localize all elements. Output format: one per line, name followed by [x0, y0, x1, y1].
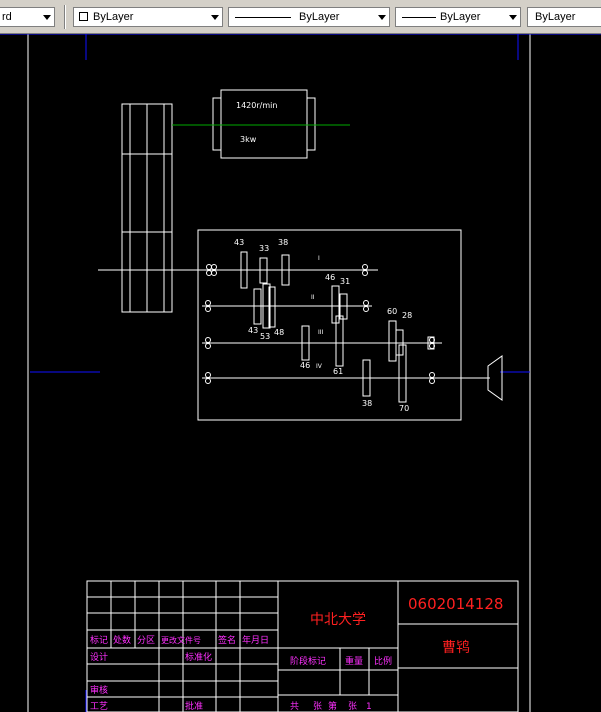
label-stage-mark: 阶段标记 — [290, 655, 326, 667]
chevron-down-icon — [43, 15, 51, 20]
gear-label-43-top: 43 — [234, 238, 244, 247]
gear-label-46-mid: 46 — [325, 273, 335, 282]
drawing-canvas[interactable]: 1420r/min 3kw 43 — [0, 34, 601, 712]
sheet-number: 1 — [366, 702, 372, 712]
motor — [212, 89, 316, 159]
author-name: 曹鸨 — [442, 639, 470, 656]
lineweight-dropdown-value: ByLayer — [440, 11, 481, 23]
output-spindle — [487, 355, 503, 401]
label-review: 审核 — [90, 684, 108, 696]
shafts — [98, 269, 490, 379]
label-total: 共 — [290, 701, 299, 712]
gear-label-31: 31 — [340, 277, 350, 286]
drawing-number: 0602014128 — [408, 595, 503, 613]
linetype-dropdown[interactable]: ByLayer — [228, 7, 390, 27]
gear-label-70: 70 — [399, 404, 409, 413]
chevron-down-icon — [378, 15, 386, 20]
label-sheets-2: 张 — [348, 701, 357, 712]
label-standardization: 标准化 — [185, 651, 212, 663]
gear-label-53: 53 — [260, 332, 270, 341]
gears — [240, 251, 435, 403]
gear-label-38-top: 38 — [278, 238, 288, 247]
gear-label-61: 61 — [333, 367, 343, 376]
label-process: 工艺 — [90, 701, 108, 712]
plotstyle-dropdown-value: ByLayer — [535, 11, 576, 23]
shaft-label-1: I — [318, 255, 320, 262]
header-change-doc: 更改文件号 — [161, 635, 201, 645]
gear-label-60: 60 — [387, 307, 397, 316]
header-date: 年月日 — [242, 634, 269, 646]
gear-label-48: 48 — [274, 328, 284, 337]
label-scale: 比例 — [374, 655, 392, 667]
lineweight-dropdown[interactable]: ByLayer — [395, 7, 521, 27]
label-approve: 批准 — [185, 700, 203, 712]
properties-toolbar: rd ByLayer ByLayer ByLayer ByLayer — [0, 0, 601, 34]
color-dropdown-value: ByLayer — [93, 11, 134, 23]
frame-blue-lines — [0, 34, 601, 712]
label-sheet: 第 — [328, 700, 337, 712]
toolbar-separator — [64, 5, 66, 29]
gear-label-38-low: 38 — [362, 399, 372, 408]
shaft-label-2: II — [311, 294, 315, 301]
gear-label-43-bot: 43 — [248, 326, 258, 335]
gear-label-28: 28 — [402, 311, 412, 320]
shaft-label-4: IV — [316, 363, 323, 370]
motor-speed-label: 1420r/min — [236, 101, 277, 110]
layer-dropdown-value: rd — [2, 11, 12, 23]
gear-label-46-low: 46 — [300, 361, 310, 370]
chevron-down-icon — [211, 15, 219, 20]
shaft-label-3: III — [318, 329, 324, 336]
layer-dropdown[interactable]: rd — [0, 7, 55, 27]
linetype-dropdown-value: ByLayer — [299, 11, 340, 23]
chevron-down-icon — [509, 15, 517, 20]
motor-power-label: 3kw — [240, 135, 257, 144]
color-swatch-icon — [79, 12, 88, 21]
header-zone: 分区 — [137, 635, 155, 646]
label-sheets: 张 — [313, 701, 322, 712]
gear-label-33-top: 33 — [259, 244, 269, 253]
header-count: 处数 — [113, 634, 131, 646]
label-design: 设计 — [90, 651, 108, 663]
title-block-grid — [86, 580, 519, 712]
plotstyle-dropdown[interactable]: ByLayer — [527, 7, 601, 27]
linetype-preview-icon — [235, 17, 291, 18]
lineweight-preview-icon — [402, 17, 436, 18]
label-weight: 重量 — [345, 655, 363, 667]
header-mark: 标记 — [90, 634, 108, 646]
color-dropdown[interactable]: ByLayer — [73, 7, 223, 27]
gearbox-housing — [197, 229, 462, 421]
belt-drive — [121, 103, 173, 313]
university-name: 中北大学 — [310, 612, 366, 628]
header-sign: 签名 — [218, 634, 236, 646]
drawing-frame — [27, 34, 531, 712]
